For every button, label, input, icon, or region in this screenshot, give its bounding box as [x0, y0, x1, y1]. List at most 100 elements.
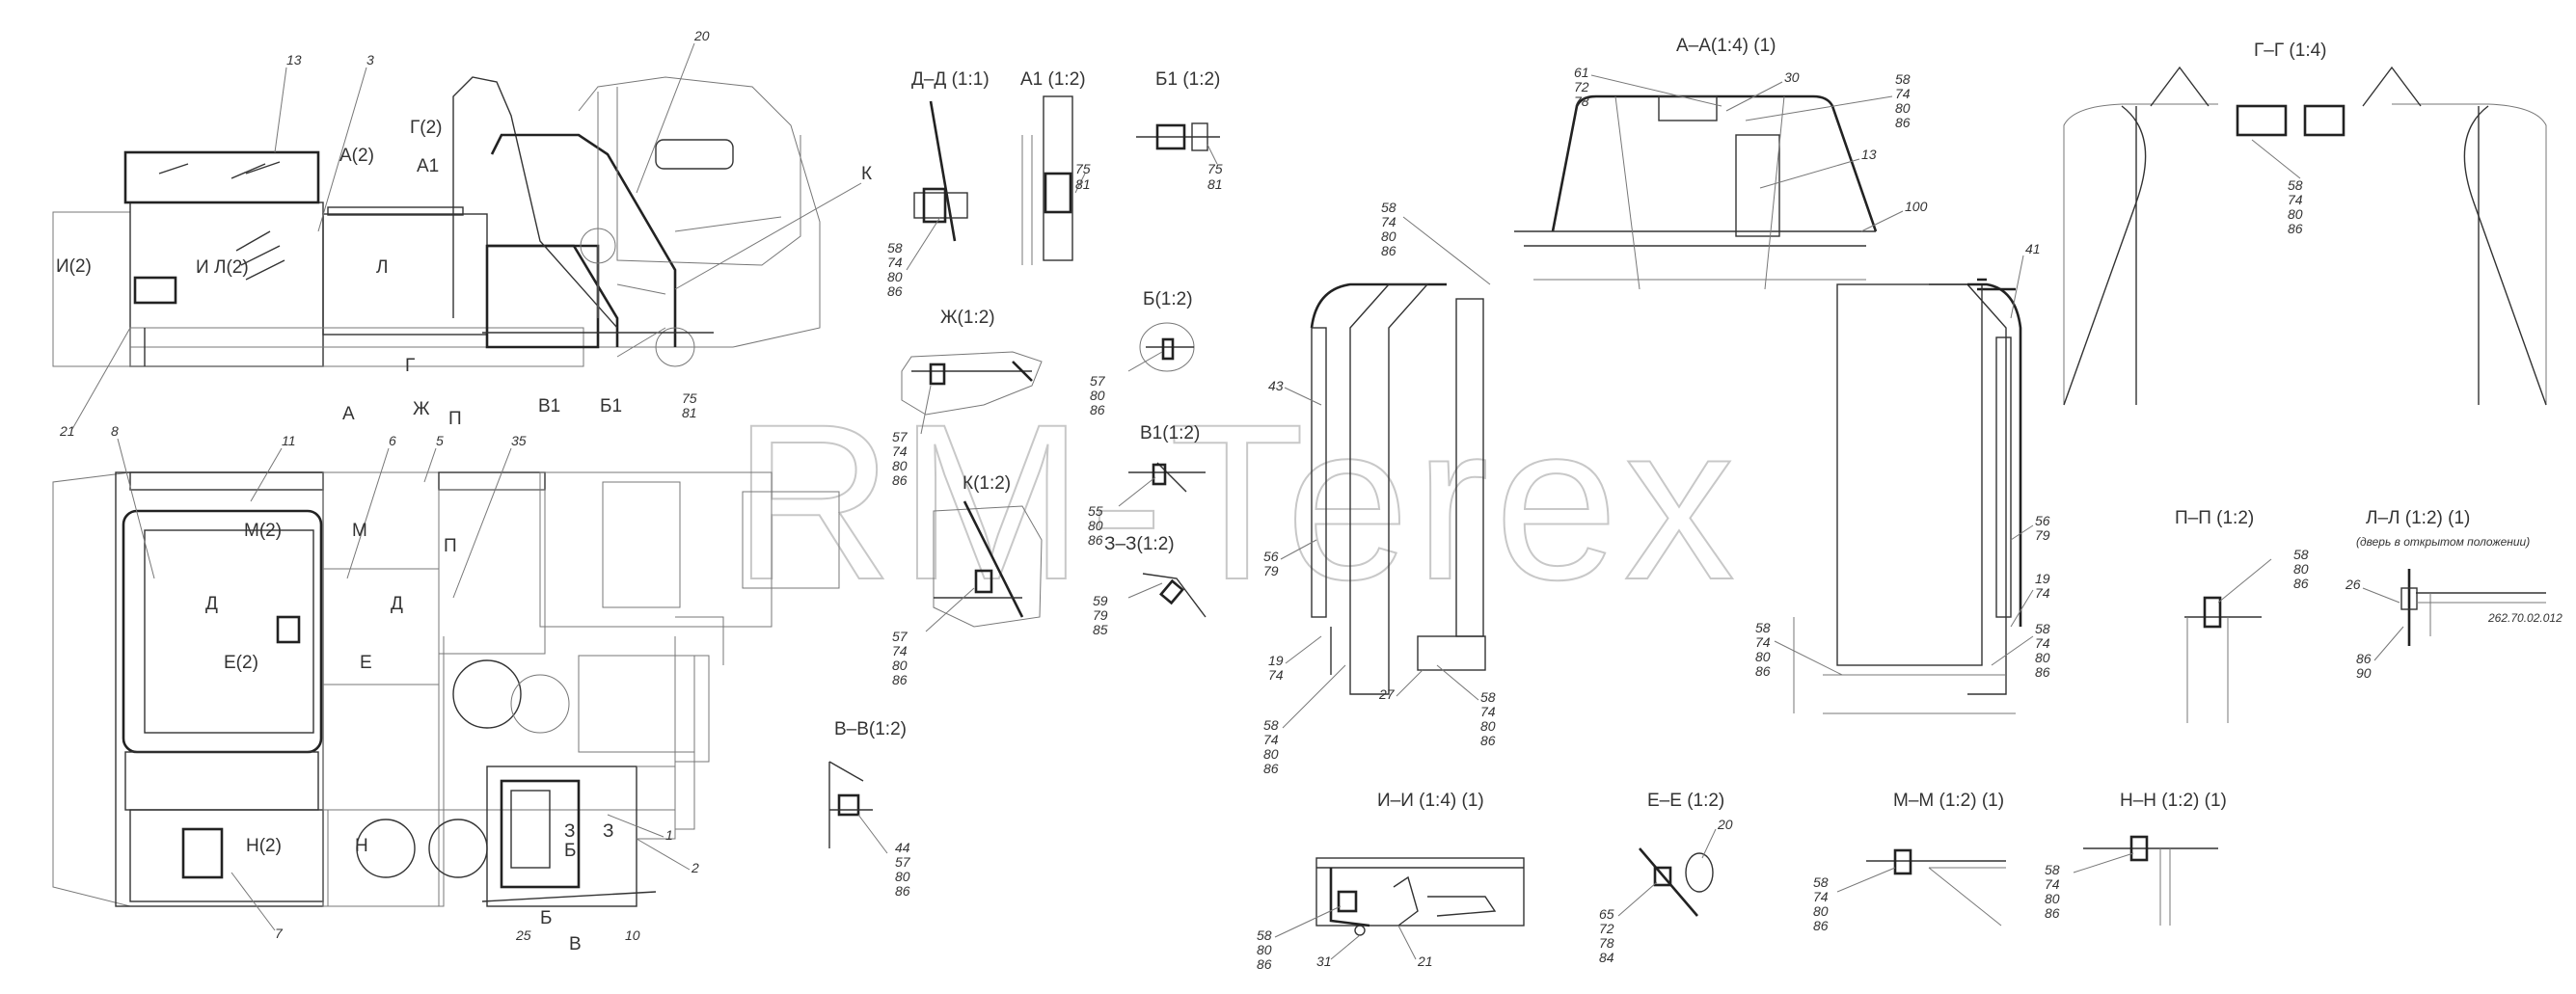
view-zh: Ж(1:2) 57 74 80 86 — [892, 308, 1043, 488]
view-a1-title: А1 (1:2) — [1020, 69, 1086, 90]
ll-ref: 262.70.02.012 — [2487, 611, 2562, 625]
aa-56r-1: 56 — [2035, 513, 2050, 528]
view-a1: А1 (1:2) 75 81 — [1020, 69, 1091, 265]
ee-20: 20 — [1717, 817, 1733, 832]
view-a1: А1 — [417, 156, 439, 176]
plan-view — [52, 471, 840, 907]
view-aa-callouts: 61 72 78 30 58 74 80 86 13 58 74 80 86 1… — [1263, 65, 2050, 776]
part-11: 11 — [282, 433, 296, 448]
aa-13: 13 — [1861, 147, 1877, 162]
vv-callout-3: 80 — [895, 869, 910, 884]
nn-callout-3: 80 — [2045, 891, 2060, 906]
section-n: Н — [355, 836, 368, 856]
ii-21: 21 — [1417, 954, 1433, 969]
ll-26: 26 — [2345, 577, 2361, 592]
part-6: 6 — [389, 433, 396, 448]
view-b1: Б1 — [600, 396, 622, 416]
view-b1: Б1 (1:2) 75 81 — [1136, 69, 1223, 192]
gg-callout-2: 74 — [2288, 192, 2303, 207]
b-callout-1: 57 — [1090, 373, 1106, 389]
pp-callout-1: 58 — [2293, 547, 2309, 562]
nn-callout-2: 74 — [2045, 876, 2060, 892]
vv-callout-4: 86 — [895, 883, 910, 899]
view-dd-title: Д–Д (1:1) — [911, 69, 990, 90]
aa-58l-2: 74 — [1263, 732, 1279, 747]
aa-58b-4: 86 — [1480, 733, 1496, 748]
aa-58m-2: 74 — [1755, 634, 1771, 650]
b-callout-2: 80 — [1090, 388, 1105, 403]
ll-callout-2: 90 — [2356, 665, 2372, 681]
view-k: К — [861, 164, 872, 184]
view-ll-note: (дверь в открытом положении) — [2356, 535, 2530, 549]
view-gg-title: Г–Г (1:4) — [2254, 40, 2327, 61]
aa-19l-2: 74 — [1268, 667, 1284, 683]
section-p: П — [448, 409, 462, 429]
part-8: 8 — [111, 423, 119, 439]
ee-callout-4: 84 — [1599, 950, 1614, 965]
k-callout-3: 80 — [892, 658, 908, 673]
part-1: 1 — [665, 827, 673, 843]
section-a: А — [342, 404, 355, 424]
aa-tl-3: 78 — [1574, 94, 1589, 109]
zh-callout-4: 86 — [892, 472, 908, 488]
vv-callout-2: 57 — [895, 854, 911, 870]
aa-l-2: 74 — [1381, 214, 1396, 229]
section-i: И — [196, 257, 209, 278]
section-l: Л — [376, 257, 388, 278]
view-k-title: К(1:2) — [963, 473, 1011, 494]
view-pp: П–П (1:2) 58 80 86 — [2175, 508, 2309, 723]
zz-callout-3: 85 — [1093, 622, 1108, 637]
view-mm: М–М (1:2) (1) 58 74 80 86 — [1813, 791, 2006, 933]
part-2: 2 — [691, 860, 699, 875]
section-d: Д — [391, 594, 403, 614]
vv-callout-1: 44 — [895, 840, 910, 855]
section-b: Б — [564, 841, 576, 861]
aa-58l-4: 86 — [1263, 761, 1279, 776]
aa-58m-3: 80 — [1755, 649, 1771, 664]
view-zh: Ж — [413, 399, 430, 419]
view-nn: Н–Н (1:2) (1) 58 74 80 86 — [2045, 791, 2227, 926]
section-z: З — [564, 821, 575, 842]
a1-callout-1: 75 — [1075, 161, 1091, 176]
section-l2: Л(2) — [214, 257, 249, 278]
aa-19r-1: 19 — [2035, 571, 2050, 586]
side-view — [52, 76, 821, 367]
aa-58r-4: 86 — [2035, 664, 2050, 680]
part-5: 5 — [436, 433, 444, 448]
section-e: Е — [360, 653, 372, 673]
section-p-low: П — [444, 536, 457, 556]
aa-l-4: 86 — [1381, 243, 1396, 258]
zh-callout-1: 57 — [892, 429, 908, 444]
part-81: 81 — [682, 405, 697, 420]
aa-tr-1: 58 — [1895, 71, 1911, 87]
aa-41: 41 — [2025, 241, 2041, 256]
ee-callout-1: 65 — [1599, 906, 1614, 922]
view-aa-title: А–А(1:4) (1) — [1676, 36, 1776, 56]
ii-callout-3: 86 — [1257, 956, 1272, 972]
aa-58r-3: 80 — [2035, 650, 2050, 665]
view-mm-title: М–М (1:2) (1) — [1893, 791, 2004, 811]
view-ee: Е–Е (1:2) 20 65 72 78 84 — [1599, 791, 1733, 965]
section-e2: Е(2) — [224, 653, 258, 673]
ee-callout-2: 72 — [1599, 921, 1614, 936]
side-view-labels: 13 3 20 А(2) Г(2) А1 К И(2) И Л(2) Л Г А… — [56, 28, 872, 439]
aa-58l-3: 80 — [1263, 746, 1279, 762]
zz-callout-2: 79 — [1093, 607, 1108, 623]
k-callout-1: 57 — [892, 629, 908, 644]
view-b: Б(1:2) 57 80 86 — [1090, 289, 1195, 417]
view-vv: В–В(1:2) 44 57 80 86 — [828, 719, 911, 899]
view-v1: В1 — [538, 396, 560, 416]
view-gg: Г–Г (1:4) 58 74 80 86 — [2063, 40, 2547, 406]
aa-58r-1: 58 — [2035, 621, 2050, 636]
plan-view-labels: 8 11 6 5 35 П П М(2) М Д Д Е(2) Е Н(2) Н… — [111, 409, 699, 954]
mm-callout-1: 58 — [1813, 874, 1829, 890]
aa-19l-1: 19 — [1268, 653, 1284, 668]
part-13: 13 — [286, 52, 302, 67]
pp-callout-3: 86 — [2293, 576, 2309, 591]
nn-callout-1: 58 — [2045, 862, 2060, 877]
aa-58m-1: 58 — [1755, 620, 1771, 635]
aa-tr-2: 74 — [1895, 86, 1911, 101]
view-ii-title: И–И (1:4) (1) — [1377, 791, 1484, 811]
gg-callout-3: 80 — [2288, 206, 2303, 222]
view-aa: А–А(1:4) (1) — [1310, 36, 2022, 714]
